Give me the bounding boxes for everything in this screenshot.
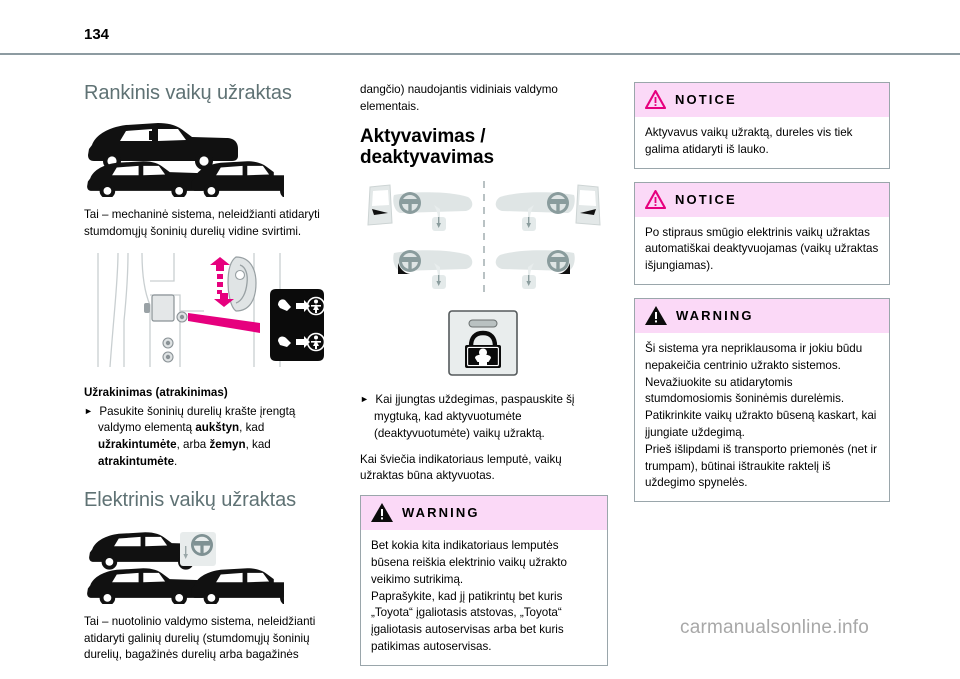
warning-box-header: WARNING xyxy=(635,299,889,333)
header-rule xyxy=(0,53,960,55)
warning-text: Ši sistema yra nepriklausoma ir jokiu bū… xyxy=(645,341,879,492)
bullet-arrow-icon: ► xyxy=(84,406,93,416)
notice-box-2-body: Po stipraus smūgio elektrinis vaikų užra… xyxy=(635,217,889,284)
column-middle: dangčio) naudojantis vidiniais valdymo e… xyxy=(360,82,608,679)
warning-title: WARNING xyxy=(676,308,754,323)
subheading-locking: Užrakinimas (atrakinimas) xyxy=(84,386,332,399)
heading-activate-deactivate: Aktyvavimas / deaktyvavimas xyxy=(360,126,608,170)
notice-2-text: Po stipraus smūgio elektrinis vaikų užra… xyxy=(645,225,879,275)
warning-box-body: Ši sistema yra nepriklausoma ir jokiu bū… xyxy=(635,333,889,501)
notice-triangle-icon xyxy=(645,190,666,209)
notice-1-text: Aktyvavus vaikų užraktą, dureles vis tie… xyxy=(645,125,879,159)
column-left: Rankinis vaikų užraktas xyxy=(84,82,332,674)
notice-triangle-icon xyxy=(645,90,666,109)
vehicle-applicability-figure-1 xyxy=(84,119,332,197)
dash-variant-top-left xyxy=(368,185,472,231)
door-latch-illustration xyxy=(84,251,332,374)
warning-triangle-icon xyxy=(645,306,667,325)
notice-1-title: NOTICE xyxy=(675,92,737,107)
watermark: carmanualsonline.info xyxy=(680,617,869,639)
warning-title: WARNING xyxy=(402,505,480,520)
continued-text: dangčio) naudojantis vidiniais valdymo e… xyxy=(360,82,608,116)
heading-electric-child-lock: Elektrinis vaikų užraktas xyxy=(84,489,332,512)
bullet-arrow-icon: ► xyxy=(360,394,369,404)
column-right: NOTICE Aktyvavus vaikų užraktą, dureles … xyxy=(634,82,890,515)
heading-manual-child-lock: Rankinis vaikų užraktas xyxy=(84,82,332,105)
dash-variant-bottom-right xyxy=(496,250,575,289)
dash-variant-bottom-left xyxy=(393,250,472,289)
dash-variant-top-right xyxy=(496,185,600,231)
notice-box-1-body: Aktyvavus vaikų užraktą, dureles vis tie… xyxy=(635,117,889,168)
manual-page: 134 Rankinis vaikų užraktas xyxy=(0,0,960,649)
steering-wheel-icon xyxy=(180,532,216,566)
vehicle-applicability-figure-2 xyxy=(84,526,332,604)
bullet-activate-instruction: ► Kai įjungtas uždegimas, paspauskite šį… xyxy=(360,392,608,442)
warning-box-body: Bet kokia kita indikatoriaus lemputės bū… xyxy=(361,530,607,665)
notice-2-title: NOTICE xyxy=(675,192,737,207)
child-lock-button-icon xyxy=(445,308,523,380)
warning-triangle-icon xyxy=(371,503,393,522)
notice-box-1: NOTICE Aktyvavus vaikų užraktą, dureles … xyxy=(634,82,890,169)
dashboard-variants-illustration xyxy=(360,179,608,304)
warning-box-system: WARNING Ši sistema yra nepriklausoma ir … xyxy=(634,298,890,502)
warning-box-header: WARNING xyxy=(361,496,607,530)
warning-text: Bet kokia kita indikatoriaus lemputės bū… xyxy=(371,538,597,656)
notice-box-1-header: NOTICE xyxy=(635,83,889,117)
page-number: 134 xyxy=(84,26,109,43)
warning-box-indicator: WARNING Bet kokia kita indikatoriaus lem… xyxy=(360,495,608,666)
van-silhouette-group-icon xyxy=(84,119,284,197)
child-lock-button-figure xyxy=(360,308,608,380)
notice-box-2-header: NOTICE xyxy=(635,183,889,217)
notice-box-2: NOTICE Po stipraus smūgio elektrinis vai… xyxy=(634,182,890,285)
van-silhouette-group-icon xyxy=(84,526,284,604)
indicator-lamp-text: Kai šviečia indikatoriaus lemputė, vaikų… xyxy=(360,452,608,486)
intro-electric-text: Tai – nuotolinio valdymo sistema, neleid… xyxy=(84,614,332,664)
intro-manual-text: Tai – mechaninė sistema, neleidžianti at… xyxy=(84,207,332,241)
bullet-locking-instruction: ► Pasukite šoninių durelių krašte įrengt… xyxy=(84,404,332,471)
